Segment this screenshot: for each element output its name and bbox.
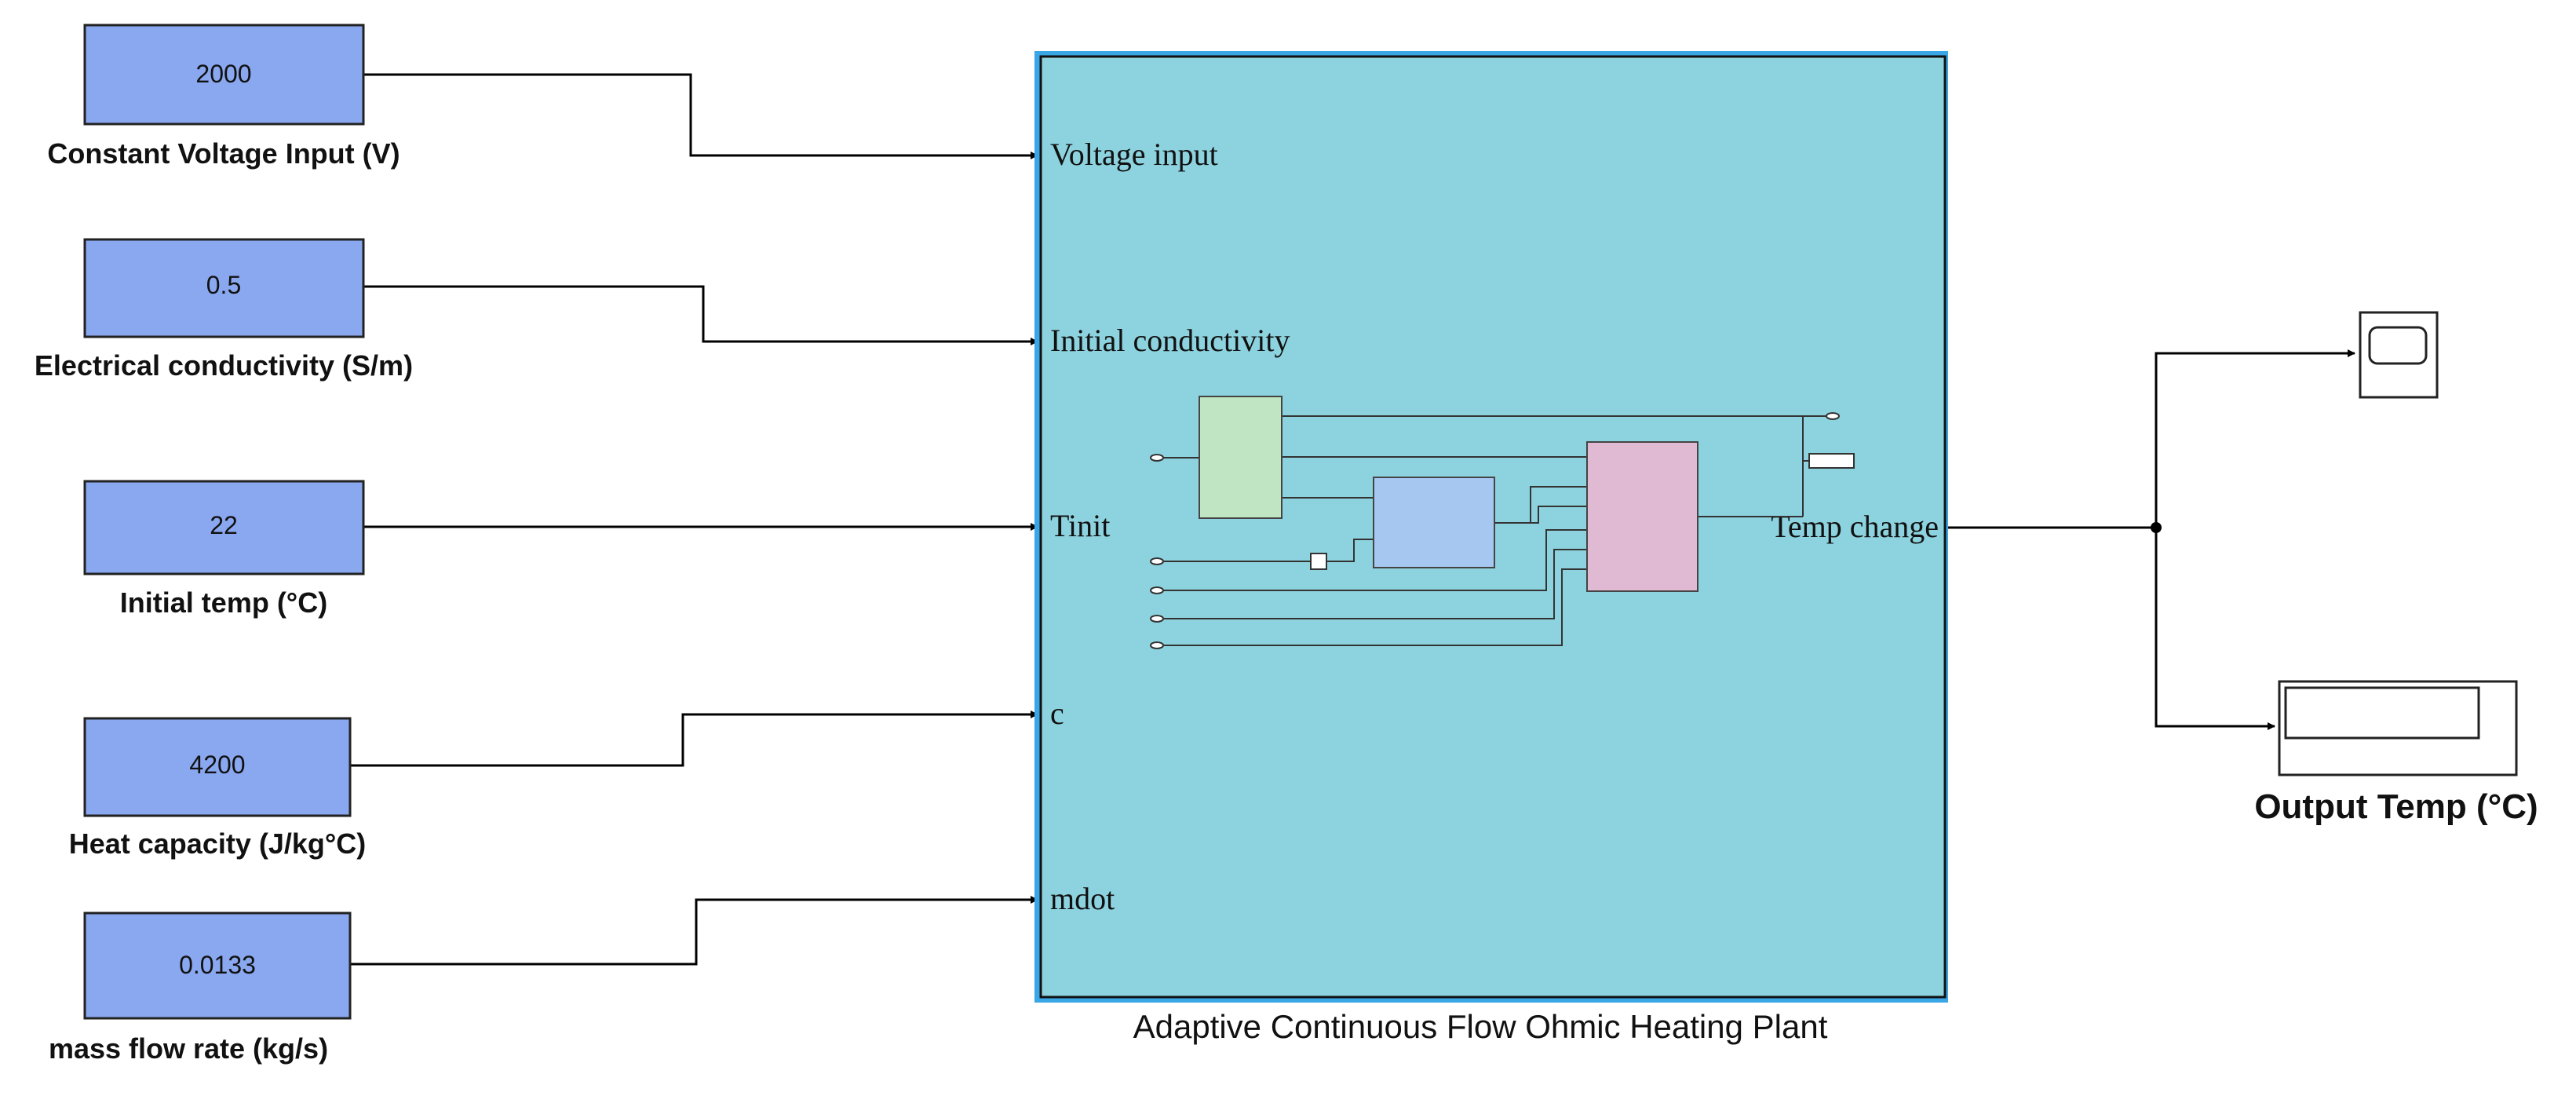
constant-value: 0.5 bbox=[206, 271, 241, 299]
constant-label: Constant Voltage Input (V) bbox=[47, 137, 400, 170]
constant-voltage[interactable]: 2000 Constant Voltage Input (V) bbox=[47, 24, 400, 170]
constant-value: 0.0133 bbox=[179, 951, 256, 979]
constant-label: Initial temp (°C) bbox=[120, 586, 327, 619]
constant-mass-flow[interactable]: 0.0133 mass flow rate (kg/s) bbox=[49, 912, 352, 1065]
constant-label: Heat capacity (J/kg°C) bbox=[69, 827, 367, 860]
input-port-label: Tinit bbox=[1050, 508, 1110, 543]
subsystem-title: Adaptive Continuous Flow Ohmic Heating P… bbox=[1133, 1008, 1828, 1045]
constant-conductivity[interactable]: 0.5 Electrical conductivity (S/m) bbox=[35, 238, 413, 382]
subsystem-preview bbox=[1150, 396, 1855, 649]
constant-value: 4200 bbox=[189, 751, 245, 779]
input-port-label: c bbox=[1050, 696, 1064, 731]
output-port-label: Temp change bbox=[1771, 509, 1939, 544]
input-port-label: Initial conductivity bbox=[1050, 323, 1290, 358]
wire-to-scope bbox=[2155, 349, 2355, 528]
wire-mdot bbox=[350, 896, 1038, 966]
constant-initial-temp[interactable]: 22 Initial temp (°C) bbox=[83, 480, 365, 619]
constant-heat-capacity[interactable]: 4200 Heat capacity (J/kg°C) bbox=[69, 717, 367, 860]
subsystem-block[interactable]: Voltage input Initial conductivity Tinit… bbox=[1034, 51, 1948, 1003]
constant-value: 2000 bbox=[195, 60, 251, 88]
constant-label: mass flow rate (kg/s) bbox=[49, 1032, 328, 1065]
wire-to-display bbox=[2155, 528, 2275, 730]
wire-c bbox=[350, 711, 1038, 767]
constant-value: 22 bbox=[210, 511, 238, 539]
input-port-label: mdot bbox=[1050, 881, 1115, 916]
wire-voltage bbox=[363, 73, 1038, 159]
display-block[interactable] bbox=[2278, 680, 2518, 776]
display-label: Output Temp (°C) bbox=[2254, 787, 2538, 826]
branch-point bbox=[2151, 522, 2162, 533]
constant-label: Electrical conductivity (S/m) bbox=[35, 349, 413, 382]
wire-conductivity bbox=[363, 285, 1038, 345]
scope-block[interactable] bbox=[2359, 311, 2439, 399]
input-port-label: Voltage input bbox=[1050, 137, 1218, 172]
